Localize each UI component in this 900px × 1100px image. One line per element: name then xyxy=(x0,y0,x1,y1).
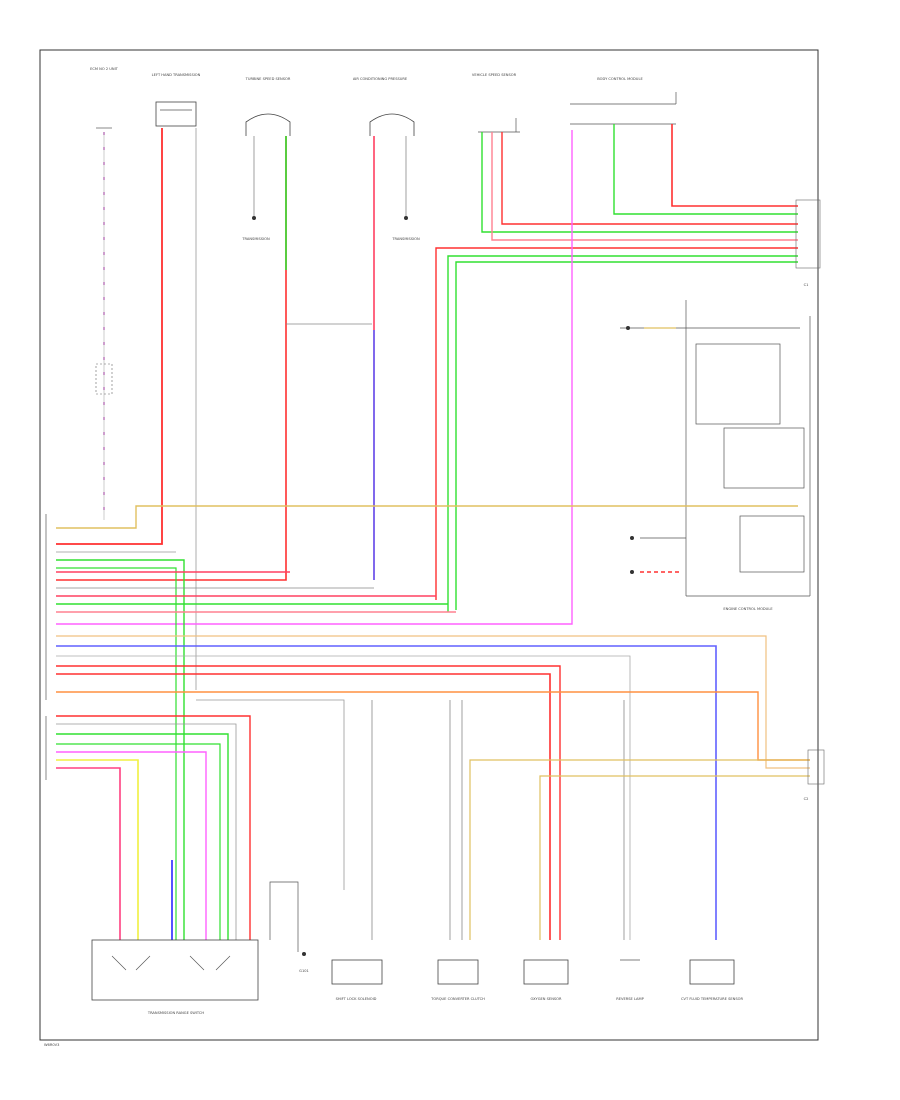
component-label: CVT FLUID TEMPERATURE SENSOR xyxy=(681,997,743,1001)
component-shift-lock-solenoid: SHIFT LOCK SOLENOID xyxy=(331,959,383,1001)
component-reverse-lamp: REVERSE LAMP xyxy=(616,959,645,1001)
component-label: BODY CONTROL MODULE xyxy=(597,77,643,81)
component-transmission-range-switch: TRANSMISSION RANGE SWITCH xyxy=(91,939,259,1015)
component-oxygen-sensor: OXYGEN SENSOR xyxy=(523,959,569,1001)
component-label: VEHICLE SPEED SENSOR xyxy=(472,73,517,77)
svg-text:TRANSMISSION: TRANSMISSION xyxy=(391,237,420,241)
component-label: OXYGEN SENSOR xyxy=(531,997,562,1001)
engine-control-module-block: ENGINE CONTROL MODULE xyxy=(620,300,811,611)
component-ecm-unit: ECM NO 2 UNIT xyxy=(90,67,119,129)
component-label: SHIFT LOCK SOLENOID xyxy=(336,997,377,1001)
component-label: ECM NO 2 UNIT xyxy=(90,67,118,71)
component-label: TURBINE SPEED SENSOR xyxy=(245,77,291,81)
connector-right-lower: C2 xyxy=(804,749,825,801)
component-label: TRANSMISSION RANGE SWITCH xyxy=(147,1011,205,1015)
component-body-control: BODY CONTROL MODULE xyxy=(570,77,677,125)
component-tcc-sensor: TORQUE CONVERTER CLUTCH xyxy=(430,959,485,1001)
component-label: TORQUE CONVERTER CLUTCH xyxy=(430,997,485,1001)
component-label: LEFT HAND TRANSMISSION xyxy=(152,73,201,77)
connector-right-top: C1 xyxy=(795,199,821,287)
component-vehicle-speed-sensor: VEHICLE SPEED SENSOR xyxy=(472,73,520,133)
svg-text:C1: C1 xyxy=(804,283,809,287)
component-ac-switch: AIR CONDITIONING PRESSURE TRANSMISSION xyxy=(353,77,420,241)
component-left-shift-solenoid: LEFT HAND TRANSMISSION xyxy=(152,73,201,127)
svg-text:TRANSMISSION: TRANSMISSION xyxy=(241,237,270,241)
ground-label: G101 xyxy=(299,969,309,973)
ecm-label: ENGINE CONTROL MODULE xyxy=(723,607,773,611)
footer-code: W6R0V3 xyxy=(44,1043,59,1047)
component-turbine-speed-sensor: TURBINE SPEED SENSOR TRANSMISSION xyxy=(241,77,290,241)
diagram-frame xyxy=(39,49,819,1041)
svg-text:C2: C2 xyxy=(804,797,809,801)
component-ground-g101: G101 xyxy=(269,881,309,973)
component-label: REVERSE LAMP xyxy=(616,997,644,1001)
component-label: AIR CONDITIONING PRESSURE xyxy=(353,77,408,81)
component-cvt-fluid-sensor: CVT FLUID TEMPERATURE SENSOR xyxy=(681,959,743,1001)
